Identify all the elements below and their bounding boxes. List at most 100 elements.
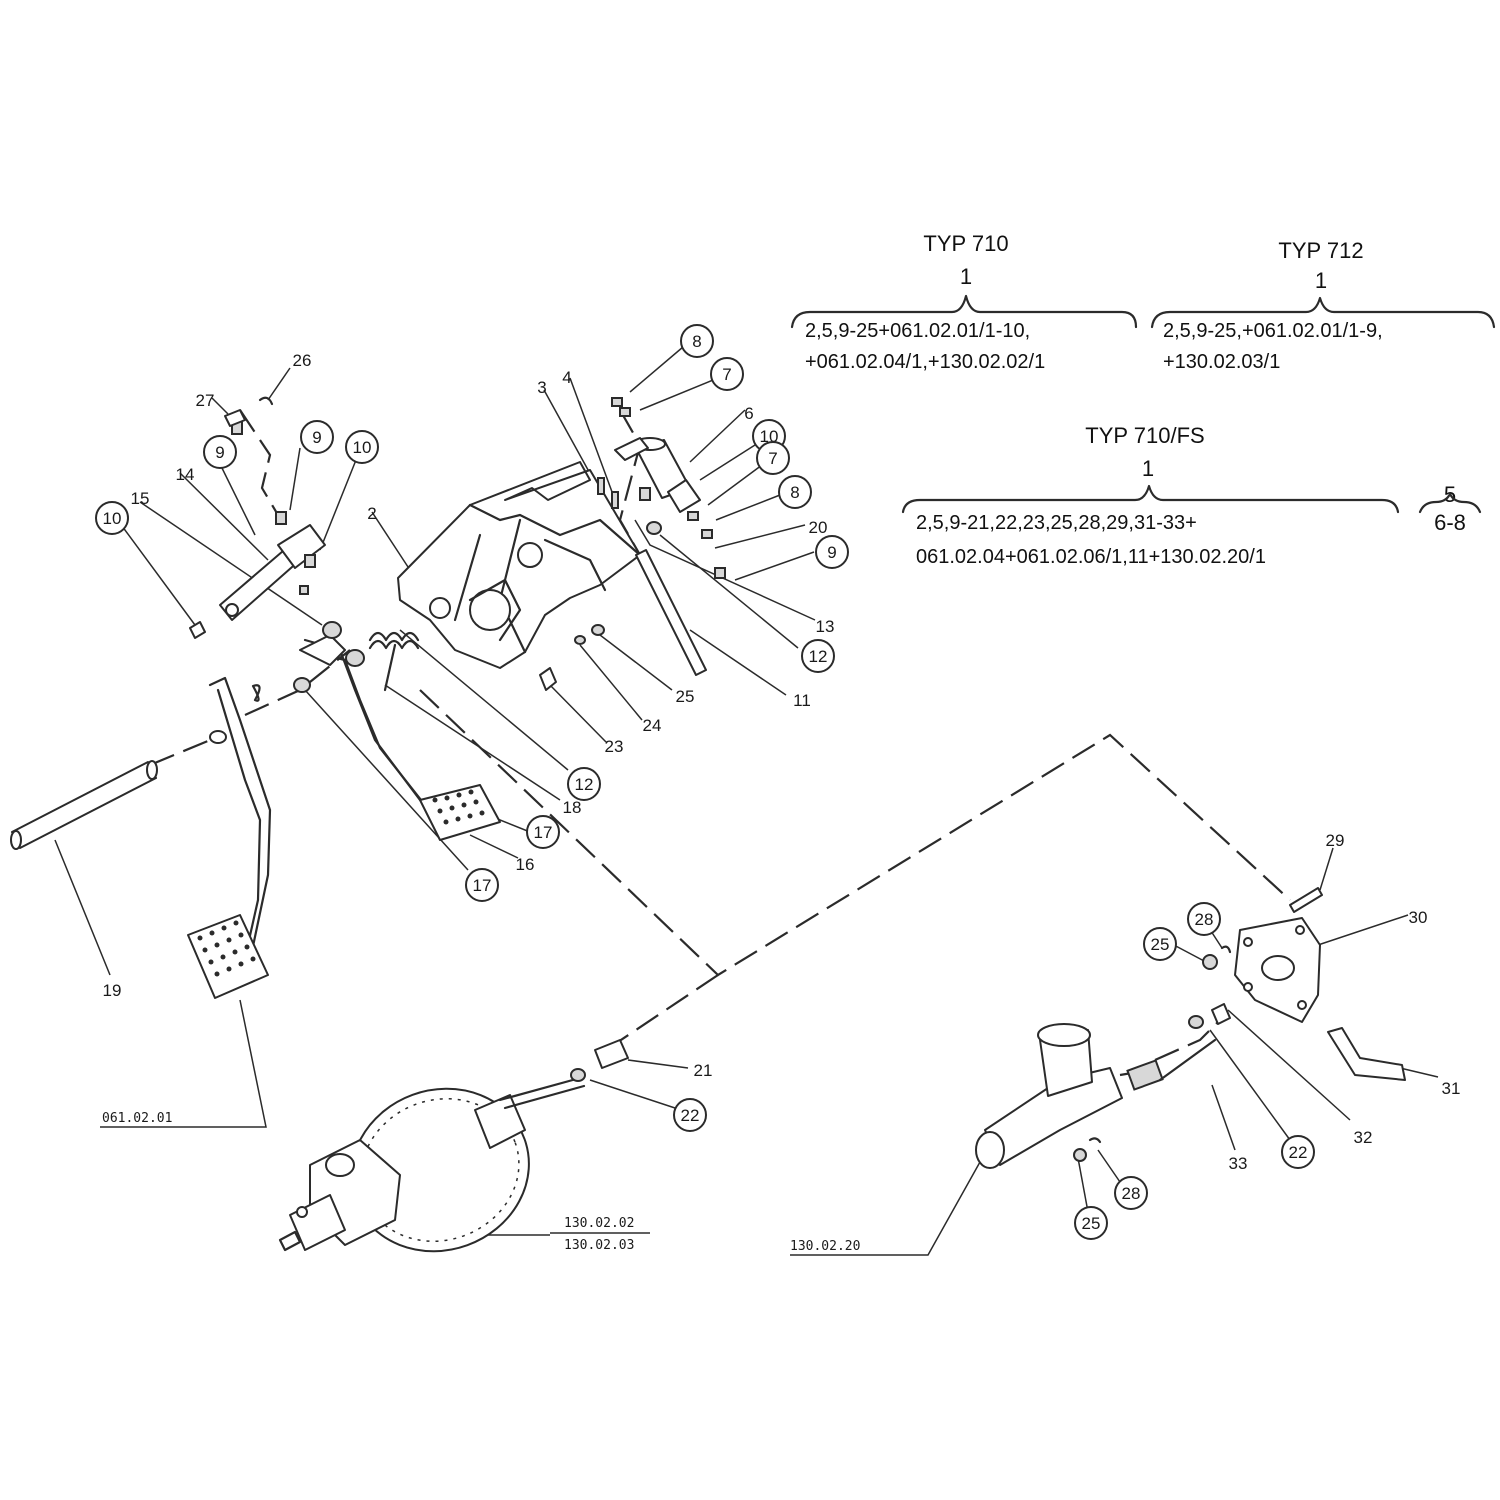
ref-booster-b: 130.02.03 [564,1238,634,1253]
callout-circled: 7 [756,441,790,475]
callout-circle [815,535,849,569]
callout: 33 [1229,1154,1248,1173]
callout-circle [465,868,499,902]
callout-circled: 28 [1114,1176,1148,1210]
legend-typ710-group: 1 [960,264,972,289]
callout-number: 25 [1151,935,1170,954]
leader-lines [54,346,1439,1256]
callout: 32 [1354,1128,1373,1147]
callout-number: 24 [643,716,662,735]
legend-typ710: TYP 710 1 2,5,9-25+061.02.01/1-10, +061.… [790,231,1138,373]
brake-booster [278,1039,629,1253]
callout-number: 17 [534,823,553,842]
callout-circled: 22 [1281,1135,1315,1169]
legend-typ710fs-heading: TYP 710/FS [1085,423,1204,448]
callout: 29 [1326,831,1345,850]
callout-number: 8 [692,332,701,351]
callout-circle [1281,1135,1315,1169]
callout: 31 [1442,1079,1461,1098]
callout: 27 [196,391,215,410]
callout-number: 12 [575,775,594,794]
legend-typ712-line-2: +130.02.03/1 [1163,351,1280,373]
callout-circled: 10 [345,430,379,464]
legend-typ710fs-brace [901,484,1400,514]
callout-circle [1187,902,1221,936]
callout-number: 7 [722,365,731,384]
callout-circled: 8 [778,475,812,509]
clutch-pedal-pad [432,789,485,825]
callout: 6 [744,404,753,423]
lever-parts-14-15 [219,396,326,621]
callout-number: 25 [676,687,695,706]
callout-number: 8 [790,483,799,502]
callout: 13 [816,617,835,636]
legend-typ710-line-1: 2,5,9-25+061.02.01/1-10, [805,320,1030,342]
callout-number: 33 [1229,1154,1248,1173]
callout-circle [680,324,714,358]
callout-circled: 25 [1074,1206,1108,1240]
callout-circled: 12 [801,639,835,673]
callout: 11 [793,691,811,710]
callout-circle [203,435,237,469]
callout-circle [778,475,812,509]
callout: 26 [293,351,312,370]
callout-circle [567,767,601,801]
callout: 19 [103,981,122,1000]
callout-number: 16 [516,855,535,874]
callout-circle [801,639,835,673]
callout-circled: 10 [95,501,129,535]
callout-number: 18 [563,798,582,817]
callout-number: 6 [744,404,753,423]
callout-number: 9 [827,543,836,562]
callout-number: 9 [312,428,321,447]
callout: 16 [516,855,535,874]
legend-typ710-heading: TYP 710 [923,231,1008,256]
callout-number: 10 [103,509,122,528]
legend-typ712-heading: TYP 712 [1278,238,1363,263]
callout-number: 28 [1122,1184,1141,1203]
legend-typ712-brace [1150,296,1496,329]
callout-number: 28 [1195,910,1214,929]
legend-typ710fs-group: 1 [1142,456,1154,481]
callout-circled: 9 [300,420,334,454]
push-rod [635,549,707,676]
legend-side-group: 5 6-8 [1418,482,1482,535]
brake-pedal-arm [187,676,272,999]
callout-number: 19 [103,981,122,1000]
callout-number: 13 [816,617,835,636]
legend-typ710fs-line-2: 061.02.04+061.02.06/1,11+130.02.20/1 [916,546,1266,568]
clutch-pedal-arm [299,634,501,841]
callout-circled: 25 [1143,927,1177,961]
return-spring [368,631,420,692]
legend-side-group-brace [1418,492,1482,514]
callout-circle [673,1098,707,1132]
callout-circled: 12 [567,767,601,801]
callout: 25 [676,687,695,706]
callout-number: 26 [293,351,312,370]
callout-circle [95,501,129,535]
callout-circled: 17 [526,815,560,849]
legend-typ710fs-line-1: 2,5,9-21,22,23,25,28,29,31-33+ [916,512,1197,534]
callout-circle [526,815,560,849]
legend-typ712-line-1: 2,5,9-25,+061.02.01/1-9, [1163,320,1383,342]
callout-circle [1114,1176,1148,1210]
brake-pedal-pad [197,920,256,977]
callout-number: 7 [768,449,777,468]
callout-number: 3 [537,378,546,397]
callout: 23 [605,737,624,756]
callout-number: 22 [681,1106,700,1125]
callout-number: 4 [562,368,571,387]
callout: 3 [537,378,546,397]
callout-circled: 22 [673,1098,707,1132]
ref-pedal-assembly: 061.02.01 [102,1111,172,1126]
callout: 2 [367,504,376,523]
callout-number: 23 [605,737,624,756]
legend-typ712: TYP 712 1 2,5,9-25,+061.02.01/1-9, +130.… [1150,238,1496,373]
bushings [189,621,605,693]
callout-circle [345,430,379,464]
callout-number: 10 [353,438,372,457]
cylinder-part-6 [597,397,726,579]
callout: 15 [131,489,150,508]
flange-plate [1188,887,1406,1081]
